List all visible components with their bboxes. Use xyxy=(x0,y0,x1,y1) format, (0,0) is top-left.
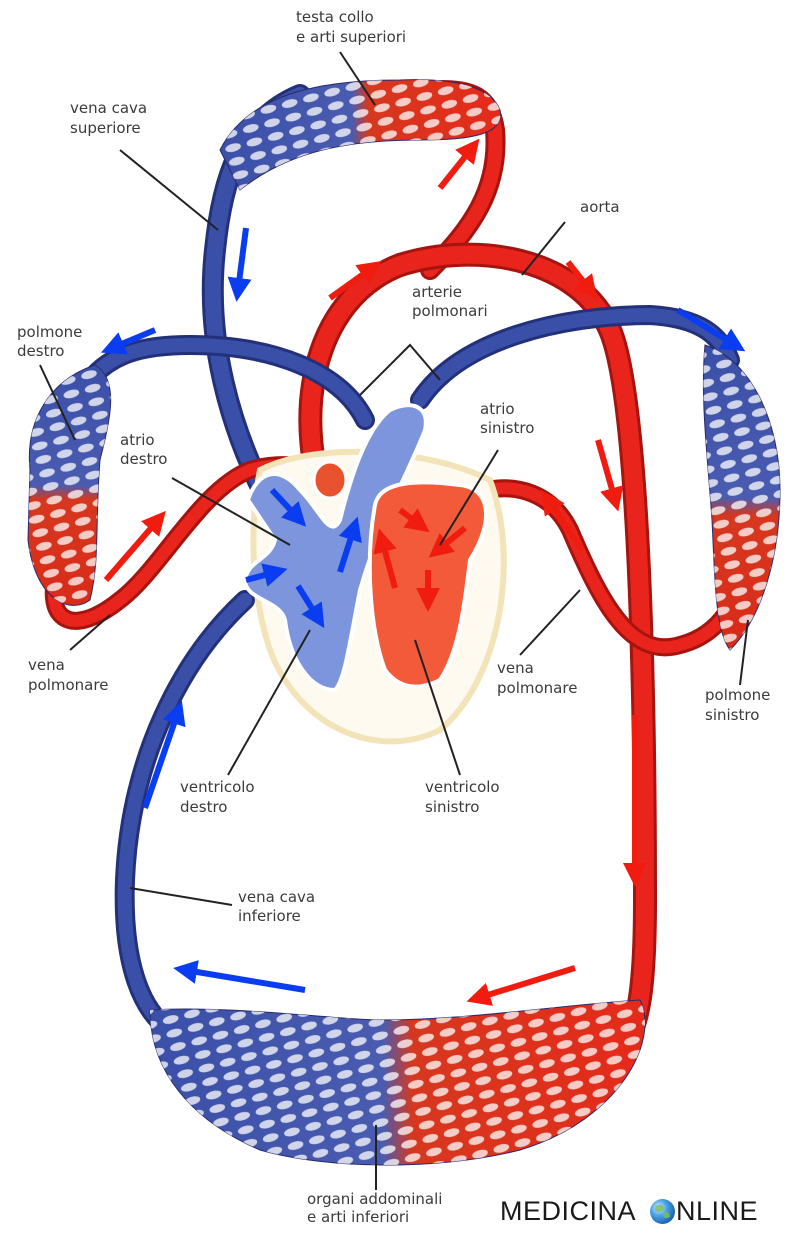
arrow-red xyxy=(437,138,480,190)
arrow-red xyxy=(466,965,576,1006)
label-aorta: aorta xyxy=(580,198,620,216)
brand-text-left: MEDICINA xyxy=(500,1196,637,1226)
pulmonary-vein-left xyxy=(461,479,754,657)
label-atrio-sinistro: atrio sinistro xyxy=(480,400,534,437)
arrow-red xyxy=(398,507,430,533)
label-polmone-destro: polmone destro xyxy=(17,323,87,360)
arrow-blue xyxy=(245,563,288,587)
arrow-blue xyxy=(227,227,252,302)
label-arterie-polmonari: arterie polmonari xyxy=(412,283,488,320)
labels: testa collo e arti superiori vena cava s… xyxy=(17,8,775,1226)
arrow-blue xyxy=(337,516,362,573)
arrow-blue xyxy=(676,307,746,352)
arrow-blue xyxy=(100,327,157,355)
arrow-blue xyxy=(269,487,307,527)
label-testa-collo: testa collo e arti superiori xyxy=(296,8,406,46)
label-ventricolo-destro: ventricolo destro xyxy=(180,778,259,816)
label-organi-addominali: organi addominali e arti inferiori xyxy=(307,1190,447,1226)
label-vena-cava-inferiore: vena cava inferiore xyxy=(238,888,320,925)
brand-watermark: MEDICINA NLINE xyxy=(500,1196,758,1227)
arrow-red xyxy=(565,260,598,300)
arrow-blue xyxy=(142,700,186,809)
arrow-blue xyxy=(295,584,325,629)
capillary-bed-head xyxy=(219,79,501,191)
arrow-red xyxy=(541,490,585,552)
leader-lines xyxy=(39,51,749,1190)
arrow-red xyxy=(328,261,382,301)
globe-icon xyxy=(650,1199,676,1224)
label-ventricolo-sinistro: ventricolo sinistro xyxy=(425,778,504,816)
flow-arrows xyxy=(100,138,746,1006)
arrow-red xyxy=(103,510,166,582)
arrow-red xyxy=(373,528,398,589)
capillary-bed-right-lung xyxy=(27,364,112,606)
label-vena-cava-superiore: vena cava superiore xyxy=(70,99,152,137)
aortic-root xyxy=(312,460,348,500)
label-polmone-sinistro: polmone sinistro xyxy=(705,686,775,724)
arrow-blue xyxy=(173,960,306,993)
capillary-bed-left-lung xyxy=(702,344,781,651)
arrow-red xyxy=(428,525,467,558)
brand-text-right: NLINE xyxy=(676,1196,759,1226)
arrow-red xyxy=(595,439,624,512)
label-vena-polmonare-sinistra: vena polmonare xyxy=(497,659,577,697)
capillary-bed-lower-body xyxy=(149,999,646,1166)
label-vena-polmonare-destra: vena polmonare xyxy=(28,656,108,694)
heart xyxy=(242,403,507,745)
label-atrio-destro: atrio destro xyxy=(120,431,167,468)
